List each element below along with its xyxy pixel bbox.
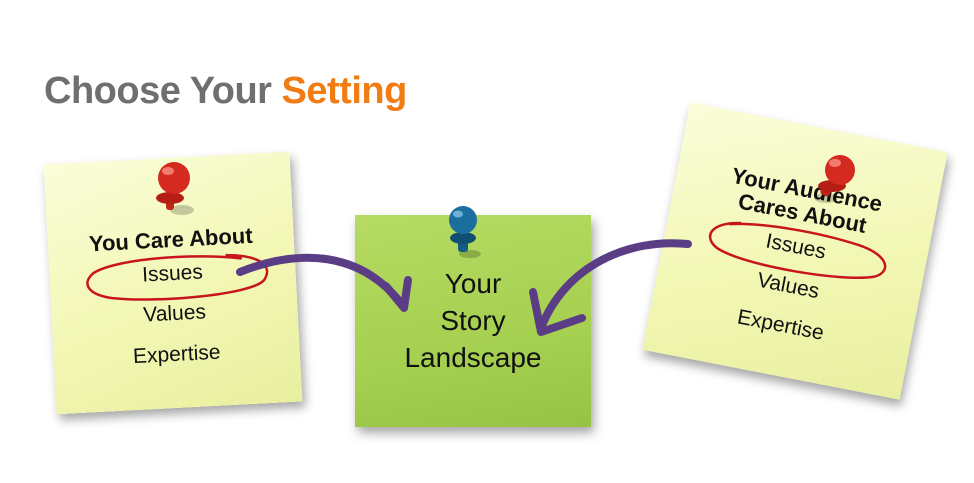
sticky-note-audience-cares-about: Your Audience Cares About Issues Values … [642, 102, 948, 400]
title-accent: Setting [281, 70, 408, 112]
center-line-your: Your [444, 268, 502, 299]
title-main: Choose Your [44, 70, 272, 112]
note-item-issues: Issues [141, 260, 204, 287]
note-heading: You Care About [88, 222, 254, 257]
sticky-note-you-care-about: You Care About Issues Values Expertise [43, 151, 303, 415]
note-item-expertise: Expertise [132, 340, 222, 369]
page-title: Choose Your Setting [44, 70, 407, 113]
sticky-note-your-story-landscape: Your Story Landscape [355, 215, 591, 427]
center-line-story: Story [440, 305, 506, 336]
center-line-landscape: Landscape [404, 342, 542, 373]
note-item-values: Values [142, 300, 207, 327]
